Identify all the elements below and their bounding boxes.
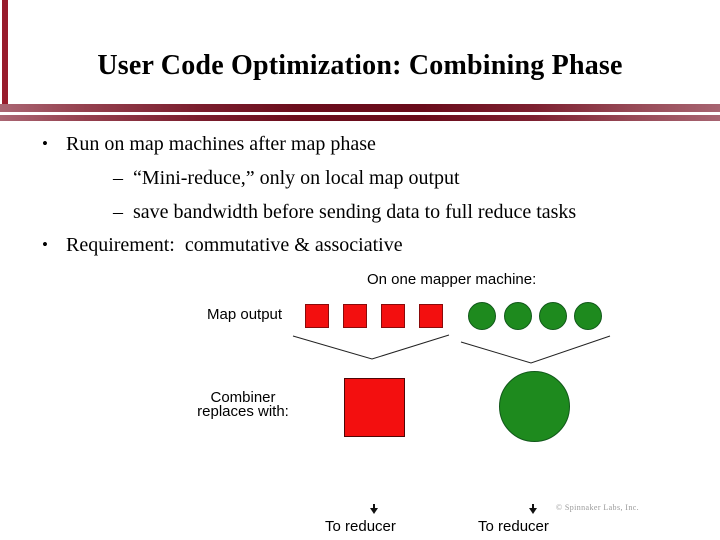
sub-bullet-item: –“Mini-reduce,” only on local map output [113, 165, 460, 191]
combiner-label: Combiner replaces with: [188, 389, 298, 420]
combiner-label-line1: Combiner [210, 389, 276, 406]
combined-square [344, 378, 405, 437]
combiner-label-line2: replaces with: [197, 403, 289, 420]
map-output-circle [574, 302, 602, 330]
title-rule-bottom-stripe [0, 115, 720, 121]
map-output-square [343, 304, 367, 328]
bullet-text: Requirement: commutative & associative [66, 234, 403, 256]
sub-bullet-text: save bandwidth before sending data to fu… [133, 201, 577, 223]
bullet-dot: • [42, 235, 48, 254]
map-output-circle [504, 302, 532, 330]
to-reducer-label-left: To reducer [325, 518, 396, 535]
down-arrow-icon [369, 504, 379, 514]
bullet-item: • Requirement: commutative & associative [42, 232, 403, 258]
map-output-square [419, 304, 443, 328]
map-output-square [381, 304, 405, 328]
down-arrow-icon [528, 504, 538, 514]
left-accent-bar [2, 0, 8, 112]
bullet-text: Run on map machines after map phase [66, 133, 376, 155]
combined-circle [499, 371, 570, 442]
title-rule-top-stripe [0, 104, 720, 112]
bullet-dot: • [42, 134, 48, 153]
sub-bullet-text: “Mini-reduce,” only on local map output [133, 167, 460, 189]
bullet-dash: – [113, 167, 123, 189]
diagram-heading: On one mapper machine: [367, 271, 537, 288]
bullet-item: • Run on map machines after map phase [42, 131, 376, 157]
sub-bullet-item: –save bandwidth before sending data to f… [113, 199, 576, 225]
map-output-circle [539, 302, 567, 330]
map-output-circle [468, 302, 496, 330]
to-reducer-label-right: To reducer [478, 518, 549, 535]
copyright-footer: © Spinnaker Labs, Inc. [556, 503, 640, 512]
map-output-label: Map output [207, 306, 283, 323]
bullet-dash: – [113, 201, 123, 223]
map-output-square [305, 304, 329, 328]
slide-title: User Code Optimization: Combining Phase [97, 50, 623, 81]
